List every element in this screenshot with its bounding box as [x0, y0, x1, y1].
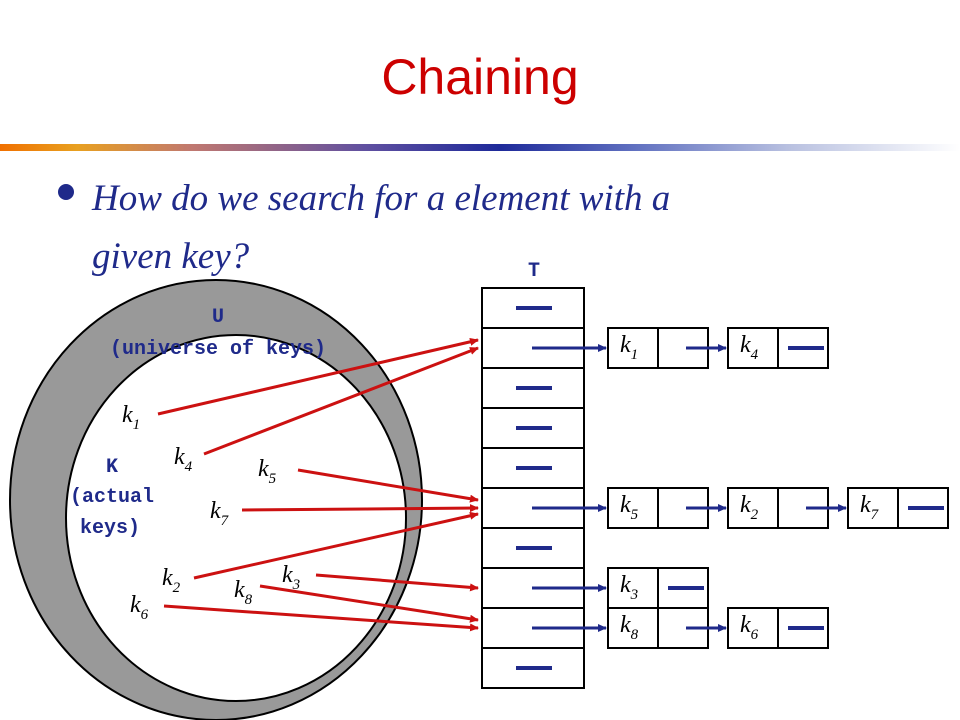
universe-key-sub: 2 — [173, 580, 181, 596]
hash-link-arrow — [315, 573, 479, 592]
chain-node-key-cell — [847, 487, 899, 529]
chain-node-key-cell — [727, 607, 779, 649]
bullet-line-2: given key? — [92, 236, 250, 277]
chain-node-key-sub: 8 — [631, 627, 639, 643]
chain-node-key: k7 — [860, 492, 880, 523]
chain-node-key-base: k — [620, 612, 631, 638]
universe-key-sub: 6 — [141, 607, 149, 623]
chain-node-key: k5 — [620, 492, 639, 523]
chain-node-key-cell — [607, 487, 659, 529]
universe-key-base: k — [122, 402, 133, 428]
universe-key: k7 — [210, 498, 230, 529]
chain-node-key-base: k — [740, 332, 751, 358]
universe-key-sub: 3 — [292, 577, 301, 593]
hash-link-arrow — [241, 504, 479, 513]
universe-key-base: k — [210, 498, 221, 524]
chain-node-key-base: k — [620, 572, 631, 598]
universe-key-sub: 5 — [269, 471, 277, 487]
actual-sublabel-1: (actual — [70, 486, 154, 509]
table-label: T — [528, 260, 540, 283]
universe-key-sub: 1 — [133, 417, 141, 433]
title-divider — [0, 144, 960, 151]
chain-node-key-cell — [607, 327, 659, 369]
chain-node-key: k1 — [620, 332, 638, 363]
hash-link-arrow — [297, 468, 479, 503]
bullet-line-1: How do we search for a element with a — [92, 178, 671, 219]
chain-node-key-base: k — [860, 492, 871, 518]
chain-node-key-sub: 2 — [751, 507, 759, 523]
chain-node-key-sub: 4 — [751, 347, 759, 363]
universe-key: k4 — [174, 444, 193, 475]
universe-label: U — [212, 306, 224, 329]
universe-key: k2 — [162, 565, 181, 596]
universe-key: k5 — [258, 456, 277, 487]
universe-key-sub: 7 — [221, 513, 230, 529]
chain-node-key-base: k — [740, 492, 751, 518]
hash-link-arrow — [203, 346, 479, 456]
chain-node-key-sub: 3 — [630, 587, 639, 603]
chain-node-key: k3 — [620, 572, 638, 603]
universe-key-base: k — [234, 577, 245, 603]
chain-node-key-base: k — [620, 332, 631, 358]
chain-node-key: k6 — [740, 612, 759, 643]
universe-key: k6 — [130, 592, 149, 623]
universe-key: k3 — [282, 562, 300, 593]
hash-link-arrow — [193, 511, 479, 580]
chain-node-key-sub: 6 — [751, 627, 759, 643]
actual-keys-region — [65, 334, 407, 702]
actual-sublabel-2: keys) — [80, 517, 140, 540]
chain-node-key-cell — [727, 327, 779, 369]
universe-key-sub: 4 — [185, 459, 193, 475]
chain-node-key: k8 — [620, 612, 639, 643]
chain-node-key: k4 — [740, 332, 759, 363]
chain-node-key-sub: 5 — [631, 507, 639, 523]
universe-key: k1 — [122, 402, 140, 433]
universe-key-base: k — [162, 565, 173, 591]
bullet-text: How do we search for a element with a gi… — [92, 170, 792, 286]
universe-key-base: k — [174, 444, 185, 470]
hash-link-arrow — [163, 604, 479, 632]
universe-key-sub: 8 — [245, 592, 253, 608]
chain-node-key-base: k — [620, 492, 631, 518]
universe-key-base: k — [282, 562, 293, 588]
bullet-icon — [58, 184, 74, 200]
chain-node-key-sub: 7 — [871, 507, 880, 523]
universe-key-base: k — [258, 456, 269, 482]
universe-key: k8 — [234, 577, 253, 608]
chain-node-key-sub: 1 — [631, 347, 639, 363]
universe-sublabel: (universe of keys) — [110, 338, 326, 361]
slide-title: Chaining — [381, 49, 579, 105]
hash-links — [157, 337, 479, 632]
hash-link-arrow — [157, 337, 479, 416]
hash-link-arrow — [259, 584, 479, 623]
universe-key-base: k — [130, 592, 141, 618]
chain-node-key: k2 — [740, 492, 759, 523]
actual-label: K — [106, 456, 118, 479]
chain-node-key-base: k — [740, 612, 751, 638]
